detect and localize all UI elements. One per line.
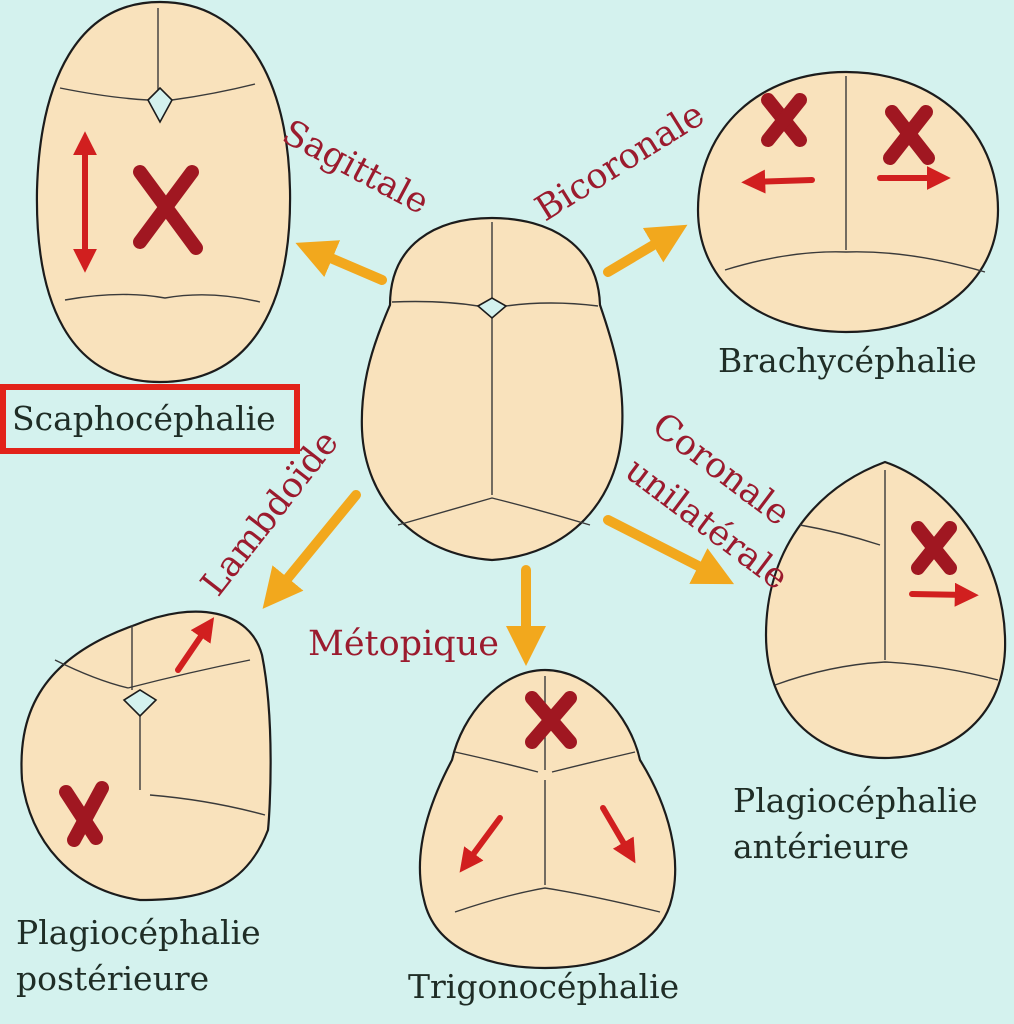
arrow-to-scaphocephalie-icon <box>295 240 387 285</box>
plagio-post-fontanelle <box>122 689 158 718</box>
scaph-fontanelle <box>147 86 173 124</box>
scaph-coronal-suture <box>59 83 256 101</box>
lambdoid-suture <box>397 497 591 526</box>
trigono-growth-arrow-left-icon <box>459 815 503 873</box>
label-plagio-anterieure-line1: Plagiocéphalie <box>733 781 978 820</box>
trigono-growth-arrow-right-icon <box>600 805 636 864</box>
label-plagio-anterieure-line2: antérieure <box>733 827 910 866</box>
trigonocephalie-skull <box>418 668 677 970</box>
plagio-ant-growth-arrow-icon <box>909 582 979 607</box>
label-brachycephalie: Brachycéphalie <box>718 341 977 380</box>
trigono-coronal-suture <box>454 751 636 773</box>
label-plagio-posterieure-line2: postérieure <box>16 959 210 998</box>
scaph-x-mark-icon-2 <box>133 165 199 249</box>
label-scaphocephalie: Scaphocéphalie <box>12 399 276 438</box>
trigonocephalie-skull-outline <box>418 668 677 970</box>
brachy-x-mark-right-icon-2 <box>883 105 933 165</box>
plagio-ant-lambdoid-suture <box>774 661 999 686</box>
trigono-lambdoid-suture <box>454 887 661 913</box>
brachycephalie-skull <box>696 70 1000 334</box>
label-plagio-anterieure: Plagiocéphalie antérieure <box>733 778 978 870</box>
plagio-post-coronal-suture <box>54 659 251 689</box>
label-plagio-posterieure-line1: Plagiocéphalie <box>16 913 261 952</box>
plagio-ant-coronal-suture <box>799 524 881 546</box>
scaphocephalie-skull <box>35 0 292 384</box>
label-metopique: Métopique <box>308 624 499 664</box>
arrow-to-plagio-anterieure-icon <box>603 515 735 585</box>
arrow-to-brachycephalie-icon <box>603 224 688 277</box>
plagio-posterieure-skull-outline <box>20 610 272 902</box>
plagio-post-x-mark-icon-2 <box>67 781 109 847</box>
label-plagio-posterieure: Plagiocéphalie postérieure <box>16 910 261 1002</box>
trigono-x-mark-icon-2 <box>525 691 577 749</box>
arrow-to-plagio-posterieure-icon <box>262 490 361 609</box>
plagio-post-growth-arrow-icon <box>175 617 215 673</box>
scaphocephalie-skull-outline <box>35 0 292 384</box>
brachy-lambdoid-suture <box>724 251 986 273</box>
label-scaphocephalie-highlight: Scaphocéphalie <box>0 384 300 454</box>
plagio-ant-x-mark-icon-2 <box>911 521 957 575</box>
plagio-post-lambdoid-suture <box>149 794 266 816</box>
brachycephalie-skull-outline <box>696 70 1000 334</box>
plagio-anterieure-skull <box>764 460 1007 760</box>
brachy-growth-arrow-left-icon <box>741 169 815 194</box>
label-sagittale: Sagittale <box>276 113 435 223</box>
scaph-lambdoid-suture <box>64 293 261 303</box>
normal-skull <box>360 216 624 562</box>
label-bicoronale: Bicoronale <box>529 95 712 230</box>
brachy-x-mark-left-icon-2 <box>761 93 807 147</box>
label-trigonocephalie: Trigonocéphalie <box>408 967 680 1006</box>
coronal-suture <box>391 300 599 307</box>
plagio-posterieure-skull <box>20 610 272 902</box>
anterior-fontanelle <box>476 297 508 320</box>
